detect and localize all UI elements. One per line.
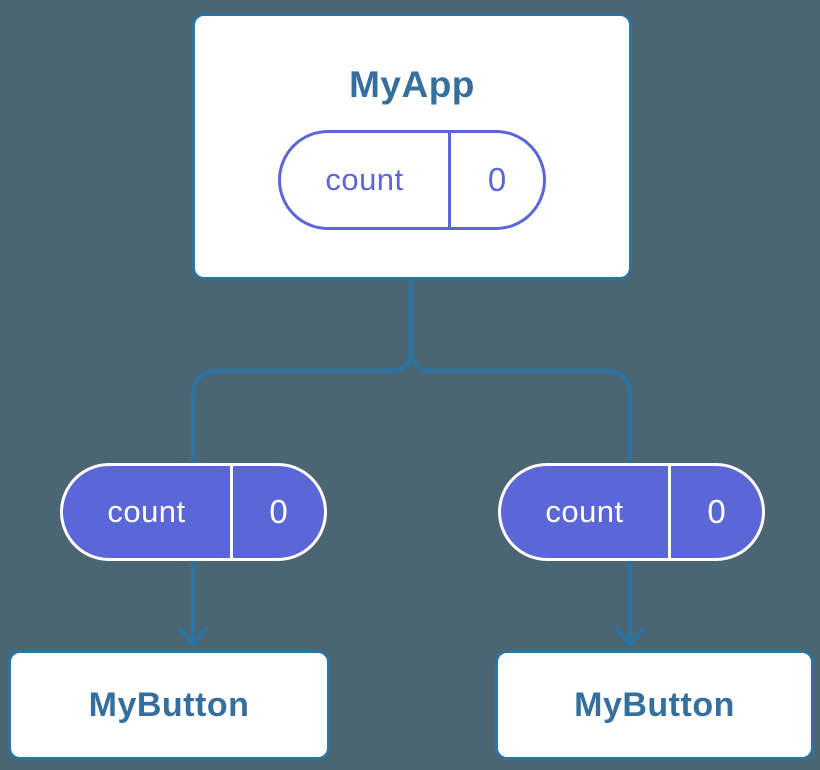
node-mybutton-right: MyButton	[495, 650, 814, 760]
prop-pill-left-label: count	[107, 494, 186, 529]
state-pill-value: 0	[487, 161, 507, 198]
state-pill-myapp: count 0	[278, 130, 546, 230]
prop-pill-left-label-section: count	[63, 466, 230, 558]
arrowhead-left-icon	[177, 626, 209, 647]
pill-divider	[448, 133, 451, 227]
state-pill-label: count	[325, 162, 404, 197]
prop-pill-left-value: 0	[269, 493, 288, 530]
prop-pill-right-value: 0	[707, 493, 726, 530]
pill-divider	[668, 466, 671, 558]
arrowhead-right-icon	[614, 626, 646, 647]
prop-pill-left: count 0	[60, 463, 327, 561]
node-mybutton-left: MyButton	[8, 650, 330, 760]
prop-pill-right-label-section: count	[501, 466, 668, 558]
node-myapp: MyApp count 0	[192, 13, 632, 280]
state-pill-label-section: count	[281, 133, 448, 227]
prop-pill-right: count 0	[498, 463, 765, 561]
state-pill-value-section: 0	[451, 133, 543, 227]
prop-pill-left-value-section: 0	[233, 466, 324, 558]
connector-fork-line	[190, 273, 633, 643]
node-mybutton-left-title: MyButton	[88, 685, 250, 724]
pill-divider	[230, 466, 233, 558]
prop-pill-right-value-section: 0	[671, 466, 762, 558]
node-myapp-title: MyApp	[349, 64, 475, 105]
node-mybutton-right-title: MyButton	[574, 685, 735, 724]
prop-pill-right-label: count	[545, 494, 624, 529]
